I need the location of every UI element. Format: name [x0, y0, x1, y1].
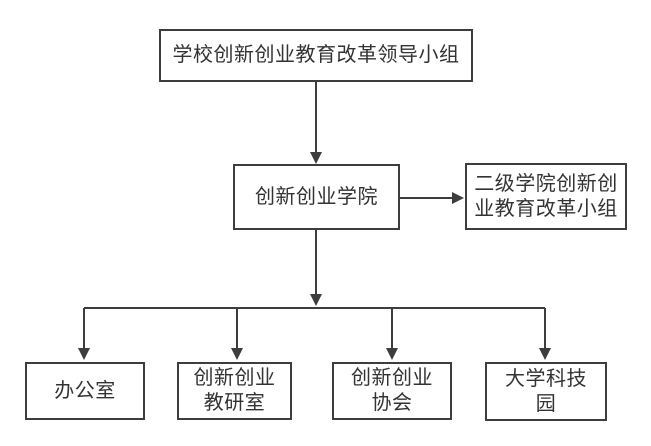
node-label: 创新创业学院 [255, 185, 378, 208]
node-label: 大学科技 园 [505, 367, 587, 415]
node-label: 办公室 [54, 379, 116, 402]
node-label: 学校创新创业教育改革领导小组 [172, 44, 460, 66]
node-label: 创新创业 协会 [351, 367, 433, 414]
node-teaching-research-office: 创新创业 教研室 [177, 362, 292, 420]
node-office: 办公室 [25, 362, 145, 420]
node-school-leading-group: 学校创新创业教育改革领导小组 [159, 29, 473, 82]
node-innovation-college: 创新创业学院 [233, 164, 400, 230]
node-association: 创新创业 协会 [332, 362, 452, 420]
node-label: 创新创业 教研室 [193, 367, 276, 414]
node-label: 二级学院创新创 业教育改革小组 [474, 172, 618, 220]
node-secondary-college-group: 二级学院创新创 业教育改革小组 [465, 163, 627, 230]
node-science-park: 大学科技 园 [485, 362, 607, 421]
